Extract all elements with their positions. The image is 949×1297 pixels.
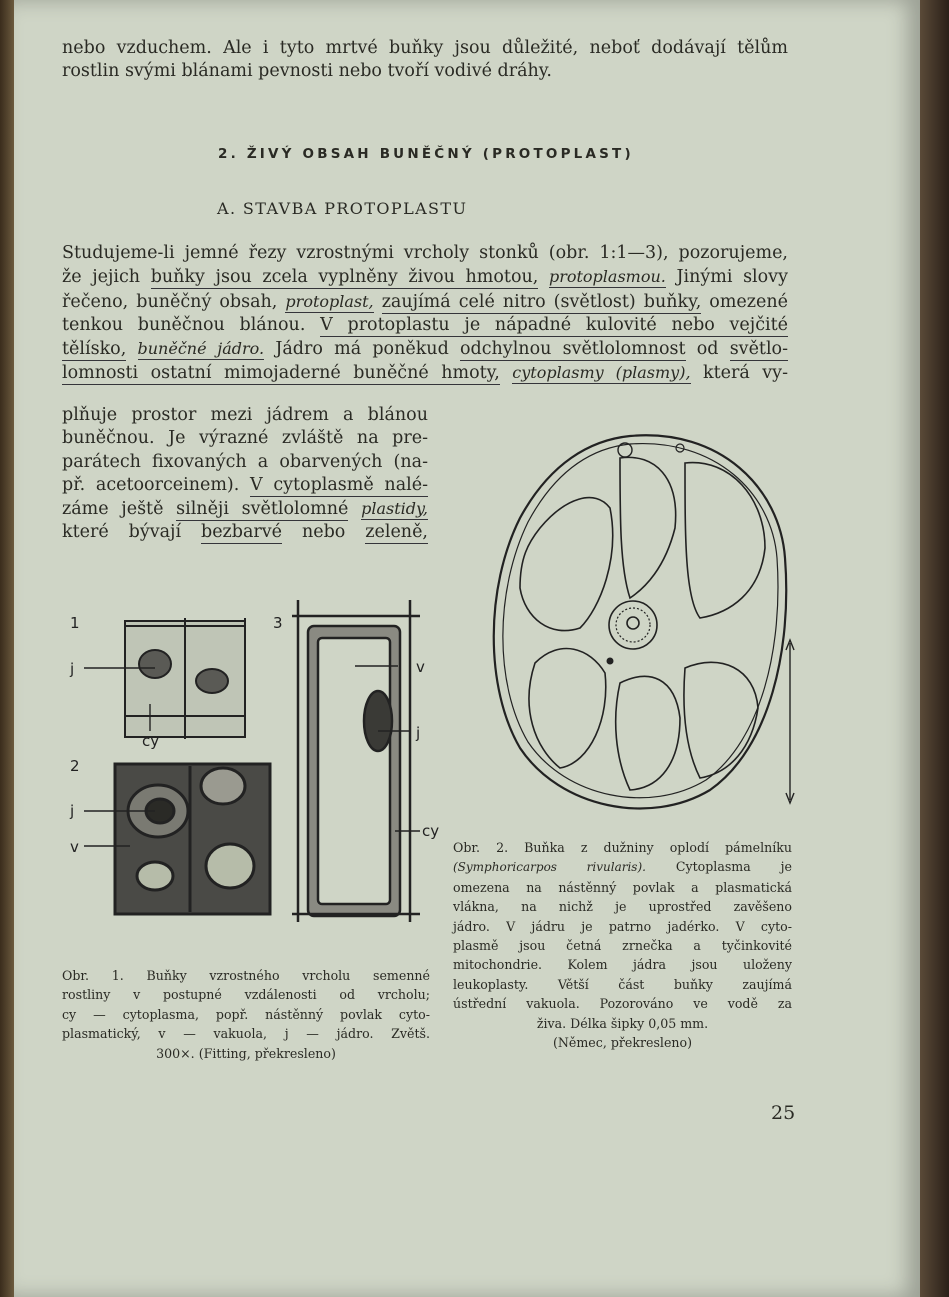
para-l2b: buňky jsou zcela vyplněny živou hmotou,	[150, 267, 539, 290]
para-line-7: plňuje prostor mezi jádrem a blánou	[62, 405, 428, 425]
para-l12b: bezbarvé	[201, 522, 283, 545]
fig1-cap-3: cy — cytoplasma, popř. nástěnný povlak c…	[62, 1006, 430, 1022]
panel-1-cells	[124, 618, 246, 739]
para-line-6: lomnosti ostatní mimojaderné buněčné hmo…	[62, 361, 788, 386]
fig2-cap-9: ústřední vakuola. Pozorováno ve vodě za	[453, 996, 792, 1012]
panel-2-cells	[113, 762, 272, 916]
para-l5d: odchylnou světlolomnost	[460, 339, 686, 362]
nucleus	[606, 442, 685, 665]
fig1-label-cy-a: cy	[142, 732, 159, 750]
para-line-12: které bývají bezbarvé nebo zeleně,	[62, 521, 428, 545]
para-l11b: silněji světlolomné	[176, 499, 349, 522]
para-line-5: tělísko, buněčné jádro. Jádro má poněkud…	[62, 337, 789, 362]
fig1-label-v-b: v	[70, 838, 79, 856]
large-cell	[492, 434, 788, 810]
fig1-cap-4: plasmatický, v — vakuola, j — jádro. Zvě…	[62, 1026, 430, 1042]
fig1-cap-5: 300×. (Fitting, překresleno)	[156, 1045, 336, 1061]
fig2-cap-5: jádro. V jádru je patrno jadérko. V cyto…	[453, 918, 792, 934]
para-l10: př. acetoorceinem).	[62, 474, 250, 495]
main-paragraph: Studujeme-li jemné řezy vzrostnými vrcho…	[62, 242, 789, 386]
figure-2-drawing	[492, 434, 795, 810]
intro-line-1: nebo vzduchem. Ale i tyto mrtvé buňky js…	[62, 38, 788, 58]
para-l5c: Jádro má poněkud	[264, 339, 460, 360]
para-l10b: V cytoplasmě nalé-	[250, 474, 428, 497]
figure-1-caption: Obr. 1. Buňky vzrostného vrcholu semenné…	[62, 966, 430, 1063]
para-l12a: které bývají	[62, 522, 201, 543]
fig1-label-cy-c: cy	[422, 822, 439, 840]
fig1-label-j-c: j	[415, 724, 420, 742]
fig2-cap-6: plasmě jsou četná zrnečka a tyčinkovité	[453, 938, 792, 954]
para-line-9: parátech fixovaných a obarvených (na-	[62, 451, 428, 472]
para-l12d: zeleně,	[365, 522, 428, 545]
para-line-4: tenkou buněčnou blánou. V protoplastu je…	[62, 314, 788, 337]
para-line-1: Studujeme-li jemné řezy vzrostnými vrcho…	[62, 243, 788, 263]
fig2-cap-4: vlákna, na nichž je uprostřed zavěšeno	[453, 899, 792, 915]
para-l2a: že jejich	[62, 267, 141, 288]
para-l6c: která vy-	[690, 363, 788, 384]
para-l3d: omezené	[701, 291, 788, 312]
fig2-cap-7: mitochondrie. Kolem jádra jsou uloženy	[453, 957, 792, 973]
figure-1-leaders	[84, 665, 420, 847]
fig2-cap-species: (Symphoricarpos rivularis).	[453, 860, 646, 875]
fig1-label-1: 1	[70, 614, 80, 632]
para-line-11: záme ještě silněji světlolomné plastidy,	[62, 497, 428, 522]
intro-line-2: rostlin svými blánami pevnosti nebo tvoř…	[62, 61, 552, 82]
para-l2c: protoplasmou.	[548, 267, 666, 289]
scale-arrow	[785, 638, 795, 805]
para-line-2: že jejich buňky jsou zcela vyplněny živo…	[62, 265, 788, 290]
page-number: 25	[771, 1102, 796, 1124]
para-l5b: buněčné jádro.	[137, 339, 265, 361]
panel-3-cell	[292, 600, 420, 922]
para-l4a: tenkou buněčnou blánou.	[62, 314, 321, 335]
fig1-label-2: 2	[70, 757, 80, 775]
fig2-cap-10: živa. Délka šipky 0,05 mm.	[536, 1015, 709, 1031]
fig1-label-3: 3	[273, 614, 283, 632]
para-l11a: záme ještě	[62, 499, 177, 520]
fig2-cap-1: Obr. 2. Buňka z dužniny oplodí pámelníku	[453, 840, 792, 855]
para-l5a: tělísko,	[62, 339, 127, 362]
fig2-cap-3: omezena na nástěnný povlak a plasmatická	[453, 879, 792, 895]
para-line-3: řečeno, buněčný obsah, protoplast, zaují…	[62, 290, 788, 314]
fig1-label-j-a: j	[69, 660, 74, 678]
para-l4b: V protoplastu je nápadné kulovité nebo v…	[320, 314, 788, 337]
para-l5e: od	[685, 339, 730, 360]
para-l11c: plastidy,	[361, 499, 428, 521]
book-edge	[920, 0, 949, 1297]
fig2-cap-after-species: Cytoplasma je	[645, 859, 792, 875]
para-l12c: nebo	[301, 522, 366, 543]
intro-text: nebo vzduchem. Ale i tyto mrtvé buňky js…	[62, 37, 788, 84]
fig1-label-j-b: j	[69, 802, 74, 820]
vacuole-partitions	[519, 456, 766, 791]
fig2-cap-11: (Němec, překresleno)	[552, 1035, 693, 1051]
fig1-cap-1: Obr. 1. Buňky vzrostného vrcholu semenné	[62, 968, 430, 983]
fig2-cap-8: leukoplasty. Větší část buňky zaujímá	[453, 976, 792, 992]
para-l6a: lomnosti ostatní mimojaderné buněčné hmo…	[62, 363, 500, 386]
para-l2d: Jinými slovy	[665, 267, 788, 288]
fig1-label-v-c: v	[416, 658, 425, 676]
para-l5f: světlo-	[729, 339, 789, 362]
section-title: 2. ŽIVÝ OBSAH BUNĚČNÝ (PROTOPLAST)	[218, 146, 634, 162]
book-spine-shadow	[0, 0, 14, 1297]
fig2-cap-2: (Symphoricarpos rivularis). Cytoplasma j…	[453, 857, 792, 877]
para-l3b: protoplast,	[285, 291, 374, 313]
para-line-8: buněčnou. Je výrazné zvláště na pre-	[62, 428, 428, 449]
fig1-cap-2: rostliny v postupné vzdálenosti od vrcho…	[62, 987, 430, 1003]
figure-1-drawing: 1 j cy 2 j v 3 v j cy	[69, 600, 439, 922]
figure-2-caption: Obr. 2. Buňka z dužniny oplodí pámelníku…	[453, 838, 792, 1052]
para-l6b: cytoplasmy (plasmy),	[512, 363, 691, 385]
para-l3a: řečeno, buněčný obsah,	[62, 291, 278, 312]
para-l3c: zaujímá celé nitro (světlost) buňky,	[381, 291, 702, 314]
subsection-title: A. STAVBA PROTOPLASTU	[217, 199, 468, 218]
narrow-paragraph: plňuje prostor mezi jádrem a blánou buně…	[62, 404, 428, 545]
para-line-10: př. acetoorceinem). V cytoplasmě nalé-	[62, 474, 428, 497]
